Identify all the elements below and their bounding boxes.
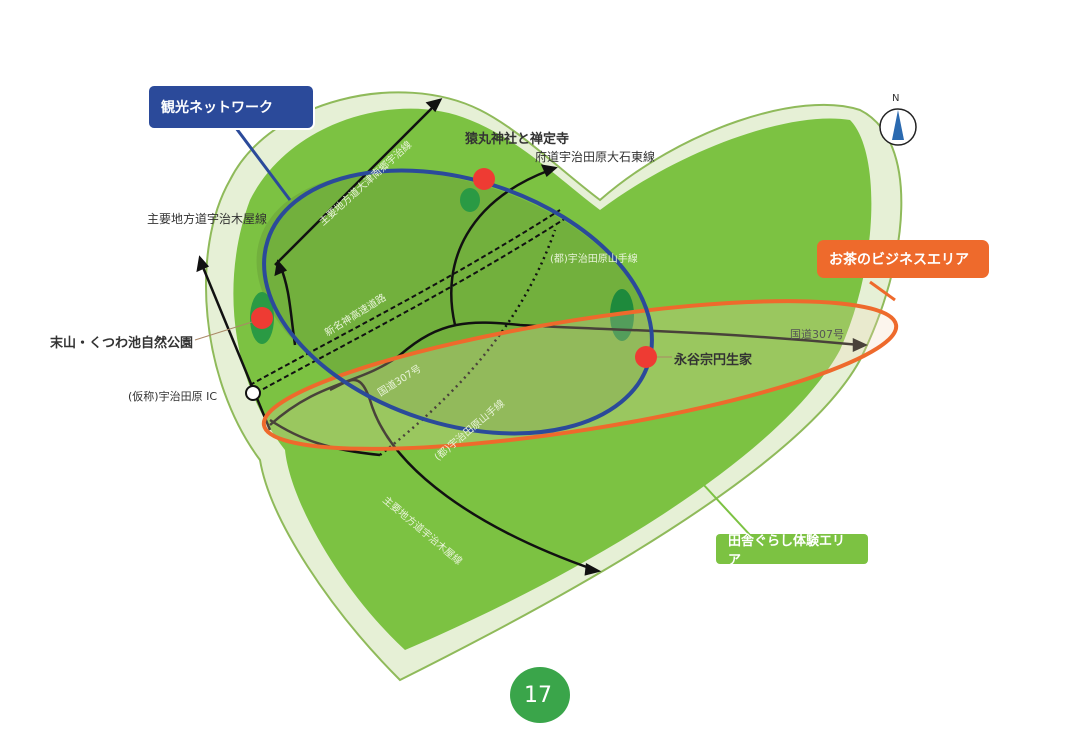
callout-text: 田舎ぐらし体験エリア <box>728 534 846 568</box>
marker-nagatani <box>635 346 657 368</box>
page-number: 17 <box>524 683 552 708</box>
label-nagatani: 永谷宗円生家 <box>674 353 753 368</box>
page-badge <box>510 667 570 723</box>
tourism-zone <box>256 171 654 433</box>
callout-text: 観光ネットワーク <box>161 100 273 116</box>
compass-label: N <box>892 93 900 104</box>
marker-saruma <box>473 168 495 190</box>
label-interchange: (仮称)宇治田原 IC <box>128 390 218 403</box>
rural-life-callout: 田舎ぐらし体験エリア <box>716 534 868 568</box>
forest-spot <box>460 188 480 212</box>
label-prefectural-road: 府道宇治田原大石東線 <box>535 150 656 164</box>
tourism-network-callout: 観光ネットワーク <box>147 84 315 130</box>
label-saruma: 猿丸神社と禅定寺 <box>465 132 570 147</box>
label-yamate: (都)宇治田原山手線 <box>550 254 638 265</box>
callout-text: お茶のビジネスエリア <box>829 252 969 268</box>
interchange-icon <box>245 385 261 401</box>
label-suemyama: 末山・くつわ池自然公園 <box>50 336 194 351</box>
expressway <box>249 209 567 394</box>
yamate-road <box>379 229 557 456</box>
tea-business-callout: お茶のビジネスエリア <box>817 240 989 278</box>
label-ujikoya-road: 主要地方道宇治木屋線 <box>147 212 268 226</box>
tea-business-zone <box>261 299 899 451</box>
label-route307: 国道307号 <box>790 328 844 341</box>
marker-suemyama <box>251 307 273 329</box>
